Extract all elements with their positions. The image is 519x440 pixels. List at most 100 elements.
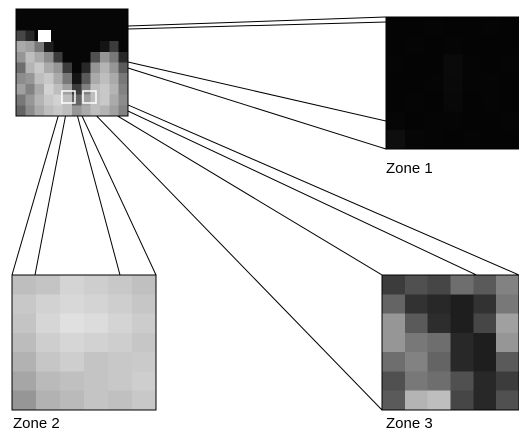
source-pixel — [90, 83, 101, 96]
connector-line — [127, 16, 387, 27]
zone-2-pixel — [132, 352, 157, 373]
zone-1-pixel — [481, 92, 502, 112]
connector-line — [83, 102, 383, 411]
zone-2-pixel — [36, 390, 61, 411]
source-pixel — [118, 83, 129, 96]
source-pixel — [53, 41, 64, 53]
zone-1-pixel — [500, 35, 519, 56]
zone-3-pixel — [473, 294, 497, 315]
source-pixel — [53, 9, 64, 21]
source-pixel — [118, 30, 129, 42]
zone-2-pixel — [108, 390, 133, 411]
zone-3-pixel — [404, 294, 429, 315]
zone-1-pixel — [405, 73, 425, 94]
source-pixel — [62, 105, 73, 117]
source-pixel — [72, 41, 82, 53]
source-pixel — [100, 62, 110, 74]
zone-1-pixel — [386, 92, 406, 112]
zone-1-pixel — [462, 17, 483, 37]
zone-3-pixel — [496, 275, 519, 295]
zone-1-pixel — [386, 73, 406, 94]
zone-3-pixel — [404, 275, 429, 295]
connector-line — [127, 21, 387, 30]
source-pixel — [118, 62, 129, 74]
zone-2-pixel — [132, 390, 157, 411]
zone-2-label: Zone 2 — [13, 415, 60, 432]
source-pixel — [62, 73, 73, 85]
zone-2-pixel — [132, 332, 157, 353]
zone-1-pixel — [386, 35, 406, 56]
zone-3-image — [381, 274, 519, 411]
zone-1-pixel — [424, 54, 445, 75]
zone-1-pixel — [443, 73, 464, 94]
source-pixel — [25, 94, 36, 106]
zone-3-pixel — [382, 294, 406, 315]
zone-2-pixel — [84, 332, 109, 353]
zone-1-pixel — [481, 130, 502, 150]
zone-2-pixel — [60, 390, 85, 411]
zone-3-pixel — [382, 390, 406, 411]
source-pixel — [100, 9, 110, 21]
zone-1-pixel — [462, 92, 483, 112]
zone-3-frame — [381, 274, 519, 411]
source-pixel — [16, 62, 26, 74]
zone-2-pixel — [84, 294, 109, 315]
zone-3-pixel — [473, 313, 497, 334]
zone-1-pixel — [424, 17, 445, 37]
source-pixel — [81, 62, 92, 74]
zone-2-pixel — [36, 294, 61, 315]
source-pixel — [62, 41, 73, 53]
source-pixel — [72, 83, 82, 96]
zone-3-pixel — [404, 313, 429, 334]
source-pixel — [72, 73, 82, 85]
source-pixel — [72, 30, 82, 42]
source-pixel — [16, 105, 26, 117]
source-pixel — [90, 41, 101, 53]
source-pixel — [81, 83, 92, 96]
source-pixel — [34, 94, 45, 106]
zone-2-pixel — [12, 390, 37, 411]
source-pixel — [44, 73, 54, 85]
zone-1-image — [385, 16, 519, 150]
zone-1-pixel — [443, 92, 464, 112]
source-pixel — [16, 30, 26, 42]
zone-2-pixel — [12, 352, 37, 373]
zone-1-pixel — [500, 111, 519, 131]
source-pixel — [100, 51, 110, 64]
zone-1-pixel — [386, 130, 406, 150]
zone-1-pixel — [405, 130, 425, 150]
zone-2-pixel — [60, 294, 85, 315]
source-pixel — [118, 73, 129, 85]
zone-1-frame — [385, 16, 519, 150]
zone-2-frame — [11, 274, 157, 411]
source-pixel — [109, 94, 120, 106]
source-pixel — [25, 105, 36, 117]
zone-2-pixel — [12, 313, 37, 334]
zone-1-pixel — [462, 130, 483, 150]
source-pixel — [118, 105, 129, 117]
zone-2-pixel — [108, 371, 133, 392]
zone-2-pixel — [108, 275, 133, 295]
source-pixel — [109, 19, 120, 31]
zone-2-pixel — [108, 352, 133, 373]
source-pixel — [34, 19, 45, 31]
zone-3-pixel — [427, 371, 452, 392]
zone-3-pixel — [404, 332, 429, 353]
source-pixel — [62, 30, 73, 42]
source-pixel — [81, 94, 92, 106]
zone-1-pixel — [424, 111, 445, 131]
source-pixel — [109, 83, 120, 96]
zone-2-pixel — [132, 275, 157, 295]
source-pixel — [72, 94, 82, 106]
source-pixel — [100, 105, 110, 117]
zone-2-image — [11, 274, 157, 411]
zone-3-pixel — [450, 332, 474, 353]
zone-1-pixel — [481, 17, 502, 37]
source-pixel — [34, 41, 45, 53]
source-pixel — [109, 30, 120, 42]
connector-line — [11, 102, 63, 276]
source-pixel — [81, 30, 92, 42]
source-pixel — [81, 51, 92, 64]
